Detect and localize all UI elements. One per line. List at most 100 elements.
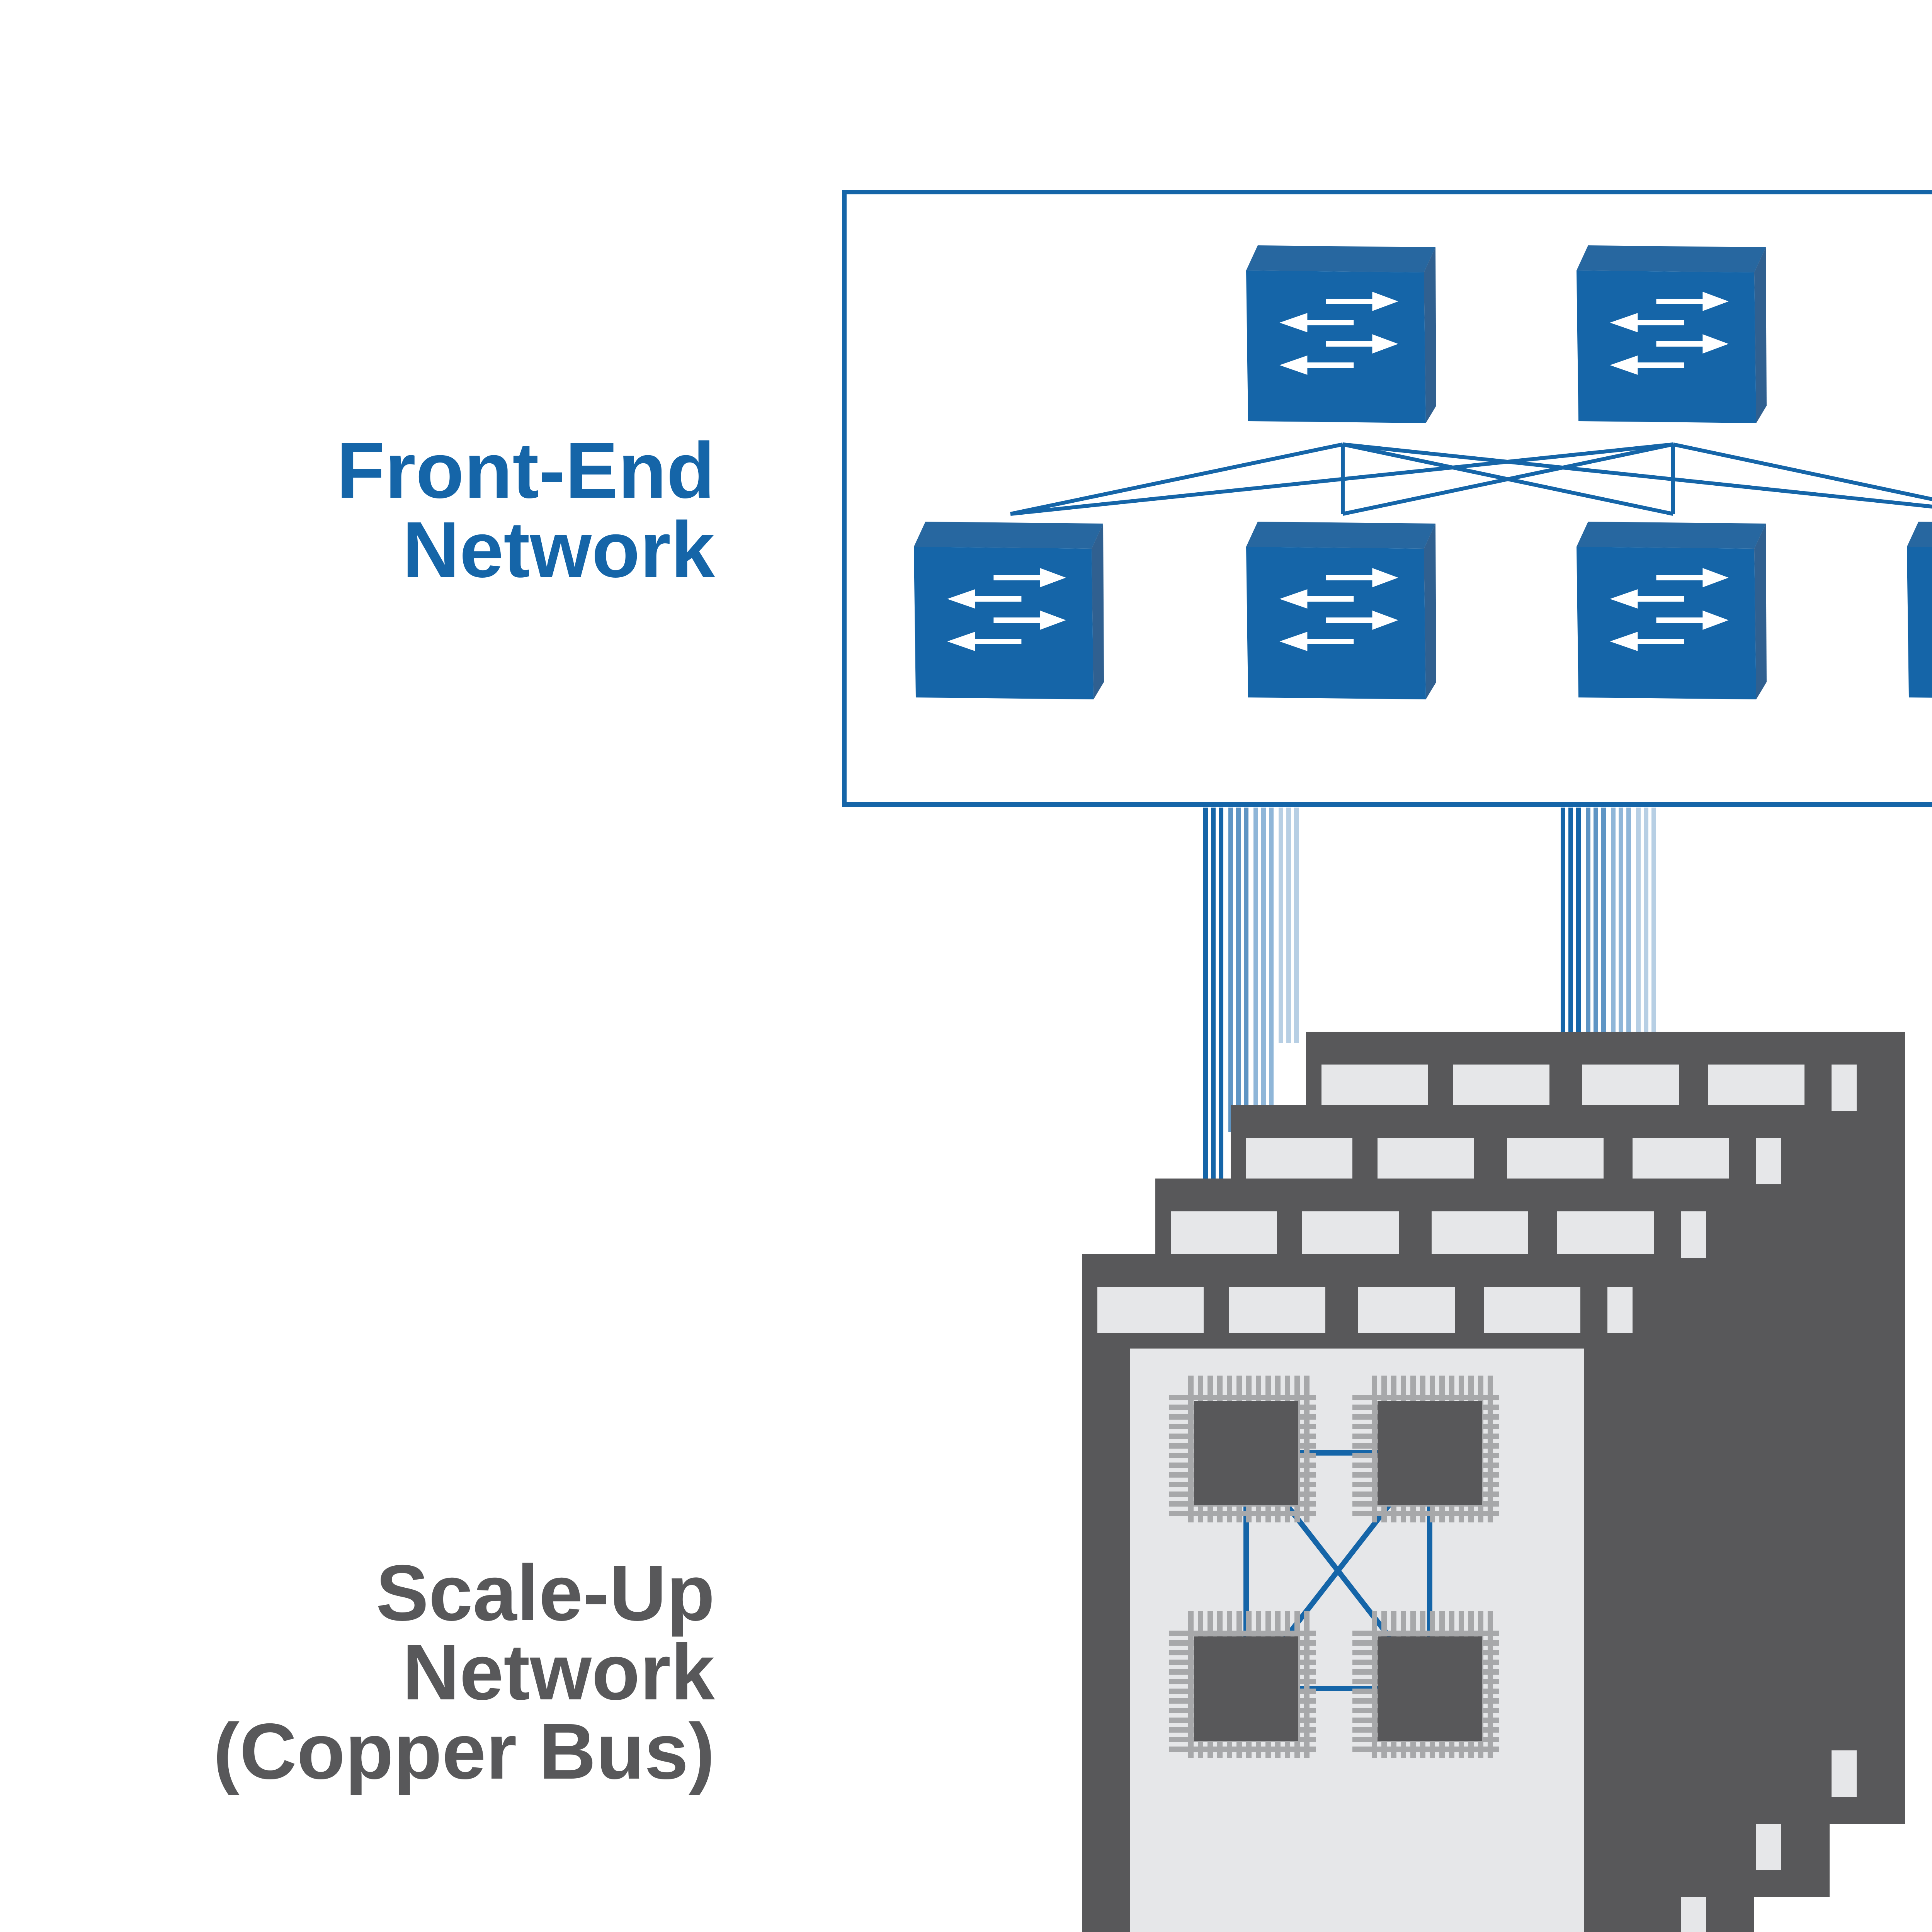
switch-front-face: [1246, 270, 1426, 423]
board-port: [1484, 1287, 1509, 1333]
arrow-right-icon: [1326, 292, 1398, 311]
board-port: [1206, 1211, 1277, 1258]
gpu-chip-icon: [1352, 1611, 1499, 1758]
switch-icon: [947, 568, 1066, 651]
front-end-label-line1: Front-End: [336, 426, 715, 515]
scale-up-network-label: Scale-Up Network (Copper Bus): [213, 1553, 715, 1791]
board-port: [1832, 1750, 1857, 1797]
spine-switch: [1577, 245, 1767, 423]
board-port: [1708, 1065, 1733, 1111]
arrow-left-icon: [1279, 313, 1354, 332]
chip-pin: [1352, 1511, 1499, 1516]
board-port: [1633, 1138, 1658, 1184]
board-port: [1281, 1138, 1352, 1184]
leaf-switch: [1246, 522, 1436, 699]
board-port: [1132, 1287, 1204, 1333]
board-port: [1171, 1211, 1211, 1258]
arrow-right-icon: [1656, 334, 1729, 354]
arrow-left-icon: [1610, 355, 1684, 375]
spine-switch: [1246, 245, 1436, 423]
chip-pin: [1304, 1376, 1310, 1522]
arrow-right-icon: [1326, 611, 1398, 630]
mesh-link: [1672, 442, 1932, 501]
leaf-switch: [1907, 522, 1932, 698]
switch-front-face: [1577, 547, 1756, 699]
switch-icon: [1279, 568, 1398, 651]
switch-side-face: [1424, 247, 1436, 423]
arrow-right-icon: [1656, 611, 1729, 630]
board-port: [1356, 1065, 1428, 1111]
board-port: [1453, 1065, 1478, 1111]
board-port: [1507, 1138, 1532, 1184]
server-board-1: [1082, 1254, 1681, 1932]
board-port: [1658, 1138, 1729, 1184]
board-port: [1403, 1138, 1474, 1184]
board-port: [1681, 1897, 1706, 1932]
board-port: [1582, 1065, 1607, 1111]
arrow-right-icon: [1656, 292, 1729, 311]
switch-front-face: [1246, 547, 1426, 699]
arrow-left-icon: [947, 632, 1022, 651]
gpu-chip-icon: [1169, 1611, 1316, 1758]
board-port: [1321, 1065, 1362, 1111]
chip-pin: [1488, 1376, 1493, 1522]
arrow-right-icon: [993, 611, 1066, 630]
board-port: [1557, 1211, 1582, 1258]
board-port: [1383, 1287, 1455, 1333]
switch-top-face: [1907, 522, 1932, 547]
switch-front-face: [914, 547, 1094, 699]
board-port: [1607, 1065, 1679, 1111]
board-port: [1229, 1287, 1254, 1333]
switch-top-face: [1246, 245, 1435, 272]
arrow-left-icon: [1279, 355, 1354, 375]
switch-top-face: [1246, 522, 1435, 549]
switch-icon: [1279, 292, 1398, 375]
board-port: [1358, 1287, 1383, 1333]
arrow-left-icon: [1610, 313, 1684, 332]
front-end-network-label: Front-End Network: [337, 431, 715, 589]
leaf-switch: [914, 522, 1104, 699]
board-port: [1378, 1138, 1403, 1184]
board-port: [1733, 1065, 1804, 1111]
chip-pin: [1169, 1395, 1316, 1400]
switch-side-face: [1754, 247, 1767, 423]
chip-pin: [1169, 1511, 1316, 1516]
switch-icon: [1610, 292, 1729, 375]
chip-die: [1194, 1401, 1298, 1505]
front-end-mesh-links: [1010, 442, 1932, 516]
switch-front-face: [1907, 547, 1932, 698]
mesh-link: [1342, 442, 1674, 516]
arrow-left-icon: [1279, 632, 1354, 651]
gpu-chip-icon: [1169, 1376, 1316, 1522]
switch-icon: [1610, 568, 1729, 651]
board-port: [1582, 1211, 1654, 1258]
mesh-link: [1010, 442, 1673, 516]
board-port: [1509, 1287, 1580, 1333]
chip-die: [1378, 1636, 1482, 1741]
chip-pin: [1169, 1631, 1316, 1636]
board-port: [1681, 1211, 1706, 1258]
board-port: [1832, 1065, 1857, 1111]
chip-die: [1194, 1636, 1298, 1741]
switch-top-face: [914, 522, 1103, 549]
chip-pin: [1352, 1395, 1499, 1400]
scale-up-label-line3: (Copper Bus): [213, 1707, 715, 1796]
board-port: [1457, 1211, 1528, 1258]
arrow-left-icon: [947, 589, 1022, 609]
front-end-label-line2: Network: [402, 505, 715, 594]
board-port: [1327, 1211, 1399, 1258]
gpu-chip-icon: [1352, 1376, 1499, 1522]
arrow-right-icon: [1326, 568, 1398, 587]
board-port: [1432, 1211, 1457, 1258]
arrow-right-icon: [1656, 568, 1729, 587]
board-port: [1607, 1287, 1633, 1333]
gpu-mesh: [1169, 1376, 1499, 1758]
chip-pin: [1352, 1747, 1499, 1752]
board-port: [1246, 1138, 1287, 1184]
switch-side-face: [1092, 524, 1104, 699]
board-port: [1756, 1138, 1781, 1184]
scale-up-label-line1: Scale-Up: [376, 1549, 715, 1637]
scale-up-server-boards: [1082, 1032, 1905, 1932]
switch-top-face: [1577, 245, 1766, 272]
